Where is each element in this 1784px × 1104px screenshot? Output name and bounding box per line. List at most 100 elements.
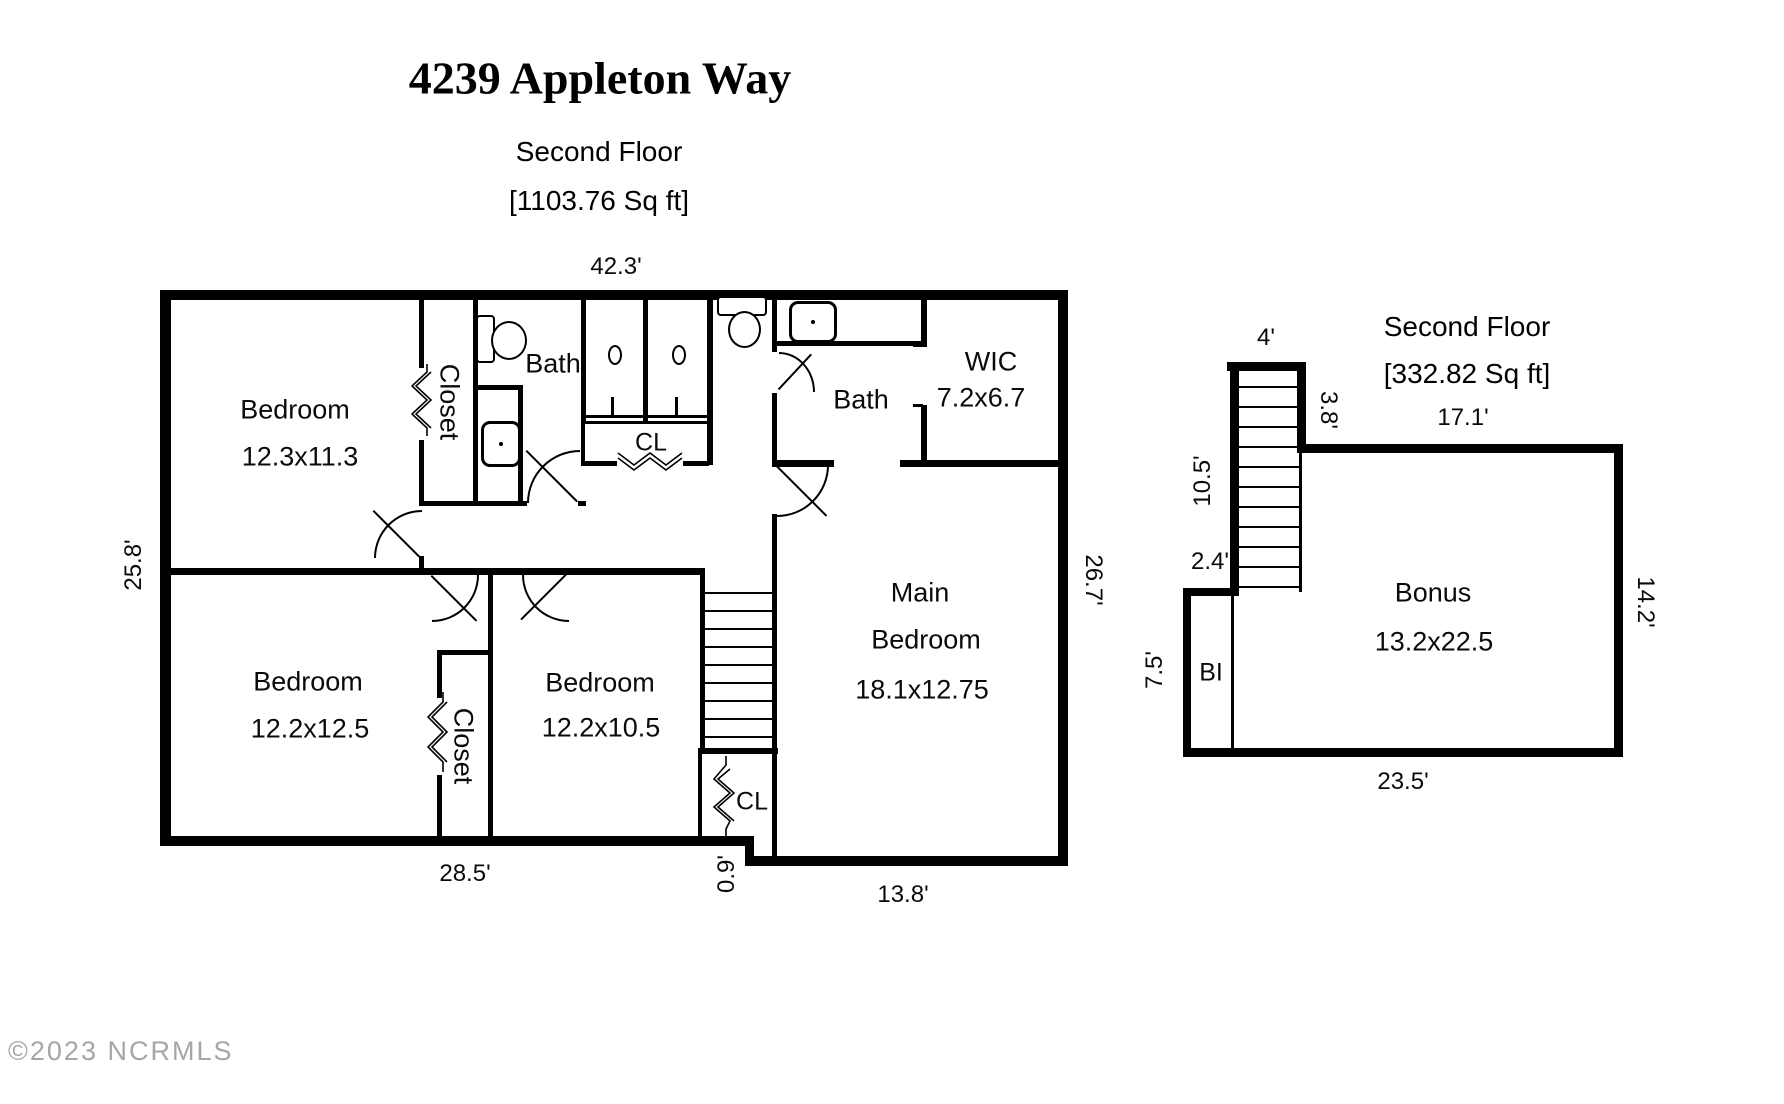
wall bbox=[160, 836, 752, 846]
wall bbox=[419, 440, 424, 502]
wall bbox=[1183, 588, 1191, 757]
wall bbox=[160, 568, 705, 575]
page-area: [1103.76 Sq ft] bbox=[508, 185, 690, 216]
wall bbox=[160, 290, 1068, 300]
dimension-label: 25.8' bbox=[120, 539, 147, 591]
wall bbox=[419, 300, 424, 368]
wall bbox=[777, 341, 923, 346]
wall bbox=[700, 568, 705, 754]
watermark: ©2023 NCRMLS bbox=[8, 1036, 234, 1066]
dimension-label: 0.9' bbox=[713, 855, 740, 893]
wall bbox=[707, 300, 713, 465]
wall bbox=[913, 344, 923, 347]
wall bbox=[1231, 596, 1234, 748]
dimension-label: 3.8' bbox=[1315, 391, 1342, 429]
room-label: Bedroom bbox=[871, 624, 981, 655]
sink-icon bbox=[481, 421, 521, 467]
dimension-label: 14.2' bbox=[1632, 576, 1659, 628]
wall bbox=[419, 501, 479, 506]
wall bbox=[921, 294, 927, 347]
room-size: 12.2x10.5 bbox=[541, 712, 661, 743]
wall bbox=[478, 385, 523, 390]
wall bbox=[583, 421, 709, 424]
dimension-label: 17.1' bbox=[1437, 404, 1489, 431]
room-label: Bath bbox=[833, 384, 889, 415]
wall bbox=[437, 650, 491, 655]
room-label: Main bbox=[890, 577, 950, 608]
wall bbox=[1614, 444, 1623, 757]
dimension-label: 23.5' bbox=[1377, 768, 1429, 795]
right-plan-title: Second Floor bbox=[1383, 311, 1551, 342]
wall bbox=[1183, 748, 1623, 757]
room-label: Bedroom bbox=[545, 667, 655, 698]
dimension-label: 2.4' bbox=[1191, 548, 1229, 575]
staircase bbox=[1239, 368, 1299, 592]
room-size: 7.2x6.7 bbox=[936, 382, 1026, 413]
door-knob-icon bbox=[672, 345, 686, 365]
wall bbox=[1227, 362, 1305, 371]
room-label: Bedroom bbox=[240, 394, 350, 425]
dimension-label: 4' bbox=[1257, 324, 1275, 351]
room-label: Closet bbox=[448, 707, 479, 785]
dimension-label: 10.5' bbox=[1189, 455, 1216, 507]
wall bbox=[478, 501, 527, 506]
wall bbox=[921, 405, 927, 465]
accordion-door-icon bbox=[426, 692, 449, 772]
wall bbox=[583, 461, 617, 466]
accordion-door-icon bbox=[617, 452, 683, 471]
door-arc bbox=[522, 575, 569, 622]
wall bbox=[900, 460, 1068, 467]
room-label: Closet bbox=[434, 363, 465, 441]
wall bbox=[473, 300, 478, 506]
room-size: 12.2x12.5 bbox=[250, 713, 370, 744]
dimension-label: 26.7' bbox=[1080, 554, 1107, 606]
wall bbox=[1299, 453, 1302, 592]
wall bbox=[1297, 362, 1306, 450]
room-size: 12.3x11.3 bbox=[241, 441, 359, 472]
toilet-icon bbox=[491, 321, 527, 360]
door-arc bbox=[779, 352, 815, 392]
room-size: 18.1x12.75 bbox=[855, 674, 989, 705]
dimension-label: 7.5' bbox=[1141, 651, 1168, 689]
wall bbox=[437, 650, 442, 698]
wall bbox=[772, 393, 777, 467]
wall bbox=[643, 300, 648, 422]
wall bbox=[1230, 362, 1239, 595]
wall bbox=[913, 404, 923, 407]
room-label: CL bbox=[635, 428, 667, 457]
accordion-door-icon bbox=[712, 756, 736, 840]
accordion-door-icon bbox=[410, 364, 433, 436]
wall bbox=[675, 397, 678, 417]
wall bbox=[698, 748, 778, 754]
door-knob-icon bbox=[608, 345, 622, 365]
wall bbox=[772, 514, 777, 866]
wall bbox=[581, 300, 586, 422]
toilet-icon bbox=[728, 311, 761, 348]
wall bbox=[1183, 588, 1239, 596]
wall bbox=[578, 501, 586, 506]
wall bbox=[772, 300, 777, 352]
wall bbox=[419, 556, 424, 570]
wall bbox=[437, 775, 442, 838]
wall bbox=[1058, 290, 1068, 866]
right-plan-area: [332.82 Sq ft] bbox=[1383, 358, 1551, 389]
wall bbox=[683, 461, 709, 466]
wall bbox=[772, 460, 834, 467]
dimension-label: 13.8' bbox=[877, 881, 929, 908]
wall bbox=[581, 422, 585, 466]
wall bbox=[1297, 444, 1623, 453]
wall bbox=[583, 415, 709, 418]
staircase bbox=[705, 576, 772, 750]
wall bbox=[611, 397, 614, 417]
room-label: Bonus bbox=[1394, 577, 1472, 608]
wall bbox=[488, 568, 493, 838]
wall bbox=[745, 856, 1068, 866]
wall bbox=[745, 836, 754, 864]
page-title: 4239 Appleton Way bbox=[408, 52, 792, 104]
room-label: CL bbox=[736, 787, 768, 816]
room-label: BI bbox=[1199, 658, 1223, 687]
dimension-label: 42.3' bbox=[590, 253, 642, 280]
room-label: Bath bbox=[525, 348, 581, 379]
room-label: Bedroom bbox=[253, 666, 363, 697]
